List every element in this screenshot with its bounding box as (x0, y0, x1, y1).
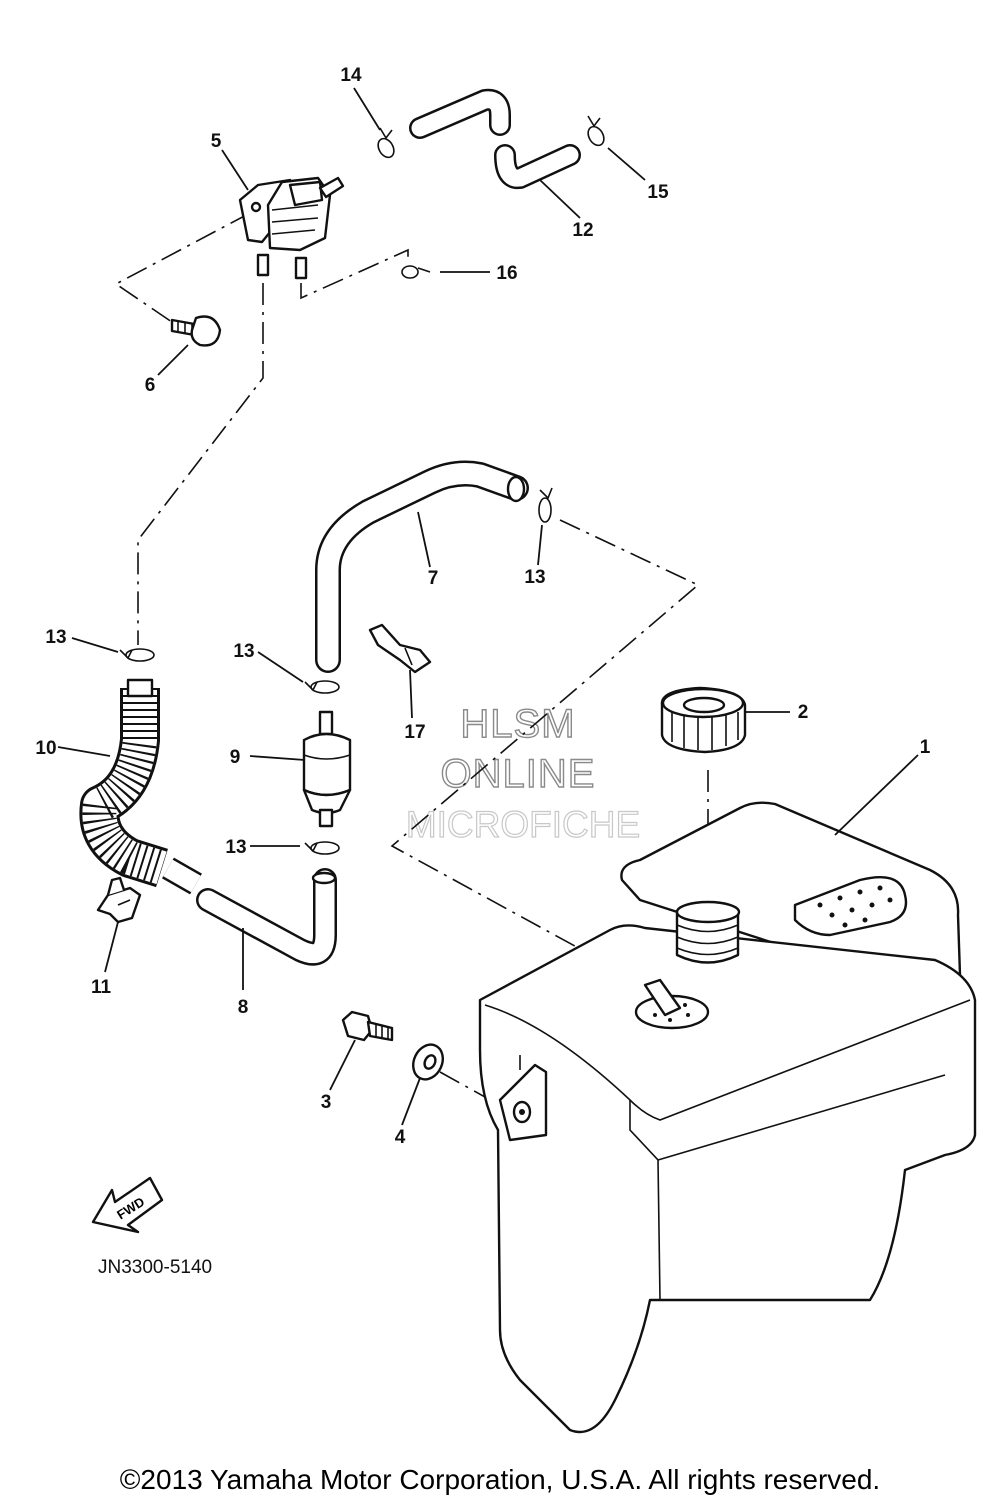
watermark-line2: ONLINE (441, 752, 596, 796)
fuel-hose-upper (315, 460, 529, 673)
fuel-filter (302, 710, 352, 828)
label-part-11: 11 (91, 977, 112, 998)
fuel-pump (238, 176, 345, 280)
label-part-9: 9 (230, 747, 241, 768)
assembly-lines (114, 212, 709, 1108)
hose-upper-right (409, 88, 581, 190)
label-part-12: 12 (572, 220, 593, 241)
forward-direction-arrow: FWD (91, 1176, 164, 1234)
corrugated-hose (79, 678, 202, 895)
label-part-8: 8 (238, 997, 249, 1018)
label-part-13a: 13 (45, 627, 66, 648)
label-part-3: 3 (321, 1092, 332, 1113)
copyright-notice: ©2013 Yamaha Motor Corporation, U.S.A. A… (119, 1464, 881, 1495)
label-part-6: 6 (145, 375, 156, 396)
clip (368, 623, 432, 674)
label-part-5: 5 (211, 131, 222, 152)
label-part-17: 17 (404, 722, 425, 743)
label-part-1: 1 (920, 737, 931, 758)
drawing-code: JN3300-5140 (98, 1257, 212, 1278)
label-part-13c: 13 (225, 837, 246, 858)
part-number-labels: 1 2 3 4 5 6 7 8 9 10 11 12 13 13 13 13 1… (35, 65, 930, 1148)
fuel-tank (478, 801, 977, 1434)
washer (412, 1043, 444, 1081)
leader-lines (57, 87, 919, 1126)
label-part-13d: 13 (524, 567, 545, 588)
label-part-4: 4 (395, 1127, 406, 1148)
label-part-7: 7 (428, 568, 439, 589)
watermark-line3: MICROFICHE (406, 804, 640, 845)
fuel-hose-lower (196, 868, 337, 966)
drain-screw (341, 1010, 394, 1042)
watermark: HLSM ONLINE MICROFICHE (405, 701, 641, 845)
label-part-2: 2 (798, 702, 809, 723)
fuel-cap (660, 686, 747, 754)
label-part-14: 14 (340, 65, 362, 86)
label-part-10: 10 (35, 738, 56, 759)
label-part-15: 15 (647, 182, 669, 203)
label-part-16: 16 (496, 263, 517, 284)
bolt (170, 315, 222, 347)
hose-clamps (119, 115, 605, 855)
label-part-13b: 13 (233, 641, 254, 662)
watermark-line1: HLSM (460, 702, 575, 746)
hose-clip-bracket (96, 876, 142, 924)
